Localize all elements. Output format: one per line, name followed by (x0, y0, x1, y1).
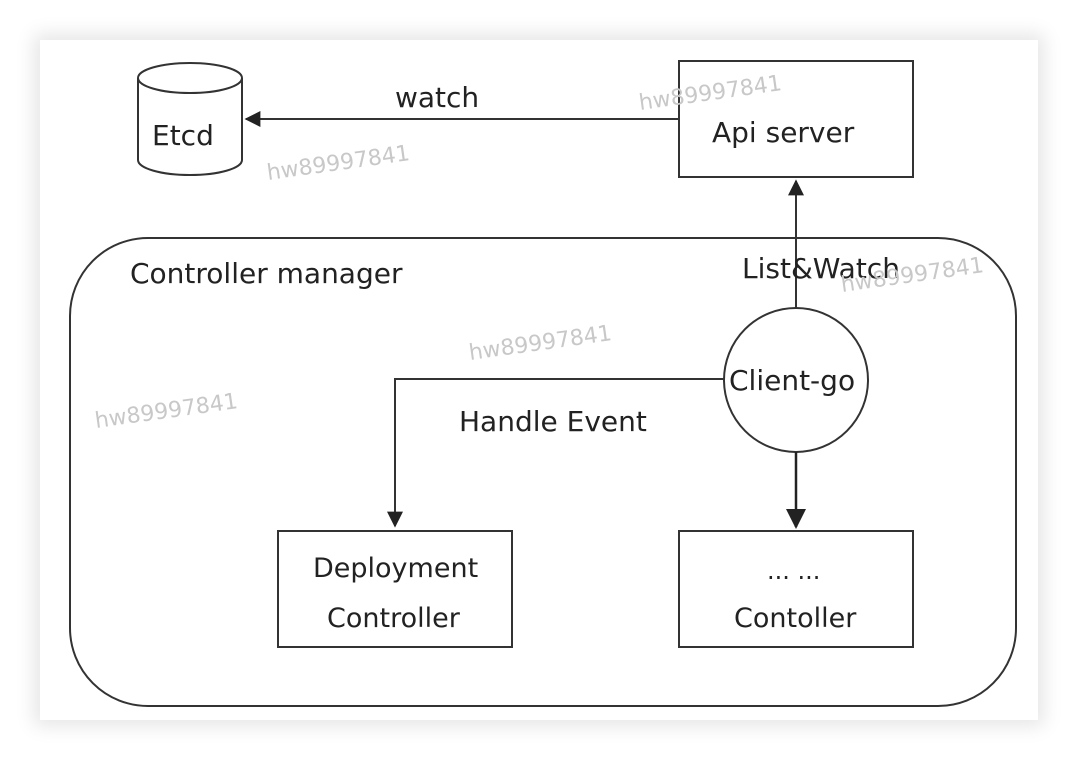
client-go-node: Client-go (723, 307, 869, 453)
watermark: hw89997841 (467, 321, 613, 366)
watermark: hw89997841 (265, 141, 411, 186)
controller-manager-group (69, 237, 1017, 707)
watch-label: watch (395, 81, 479, 114)
other-controller-label-line1: ... ... (767, 557, 820, 585)
handle-event-label: Handle Event (459, 405, 647, 438)
deployment-controller-label-line2: Controller (327, 603, 461, 634)
api-server-node: Api server (678, 60, 914, 178)
list-watch-label: List&Watch (742, 252, 900, 285)
other-controller-node: ... ... Contoller (678, 530, 914, 648)
client-go-label: Client-go (729, 364, 855, 397)
api-server-label: Api server (712, 116, 855, 149)
controller-manager-label: Controller manager (130, 257, 403, 290)
etcd-label: Etcd (152, 119, 214, 152)
etcd-node: Etcd (137, 62, 243, 176)
handle-event-edge (387, 378, 724, 528)
deployment-controller-node: Deployment Controller (277, 530, 513, 648)
deployment-controller-label-line1: Deployment (313, 553, 478, 584)
other-controller-label-line2: Contoller (734, 603, 857, 634)
watermark: hw89997841 (93, 389, 239, 434)
